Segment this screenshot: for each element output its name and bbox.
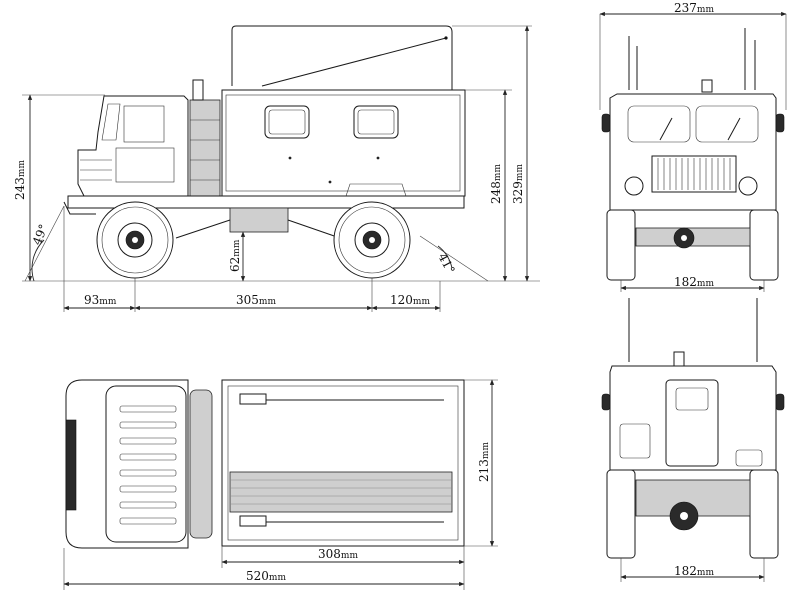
rear-view: 182mm xyxy=(601,298,785,582)
dim-height-329: 329mm xyxy=(511,164,525,204)
dim-departure-angle: 41° xyxy=(435,251,457,276)
side-view: 243mm 49° 41° 62mm 248mm 329mm 93mm 305m… xyxy=(13,25,540,312)
front-view: 237mm 182mm xyxy=(599,1,787,292)
dim-wheelbase: 305mm xyxy=(236,293,276,307)
dim-top-width: 213mm xyxy=(477,442,491,482)
cargo-box xyxy=(221,89,466,197)
top-view: 213mm 308mm 520mm xyxy=(63,379,498,590)
dim-rear-overhang: 120mm xyxy=(390,293,430,307)
cab xyxy=(77,95,189,197)
dim-total-length: 520mm xyxy=(246,569,286,583)
canopy xyxy=(231,25,453,90)
dim-box-length: 308mm xyxy=(318,547,358,561)
mesh-panel xyxy=(229,471,453,513)
rear-wheel xyxy=(333,201,411,279)
headlight-left xyxy=(624,176,644,196)
dim-front-track: 182mm xyxy=(674,275,714,289)
dim-height-243: 243mm xyxy=(13,160,27,200)
rear-right-tyre xyxy=(749,469,779,559)
front-right-tyre xyxy=(749,209,779,281)
front-left-tyre xyxy=(606,209,636,281)
dim-approach-angle: 49° xyxy=(30,222,51,247)
dim-ground-clearance: 62mm xyxy=(228,239,242,272)
rear-left-tyre xyxy=(606,469,636,559)
dim-overall-width: 237mm xyxy=(674,1,714,15)
dim-rear-track: 182mm xyxy=(674,564,714,578)
front-wheel xyxy=(96,201,174,279)
side-window-2 xyxy=(353,105,399,139)
dim-height-248: 248mm xyxy=(489,164,503,204)
side-window-1 xyxy=(264,105,310,139)
headlight-right xyxy=(738,176,758,196)
rear-door xyxy=(665,379,719,467)
dim-front-overhang: 93mm xyxy=(84,293,117,307)
